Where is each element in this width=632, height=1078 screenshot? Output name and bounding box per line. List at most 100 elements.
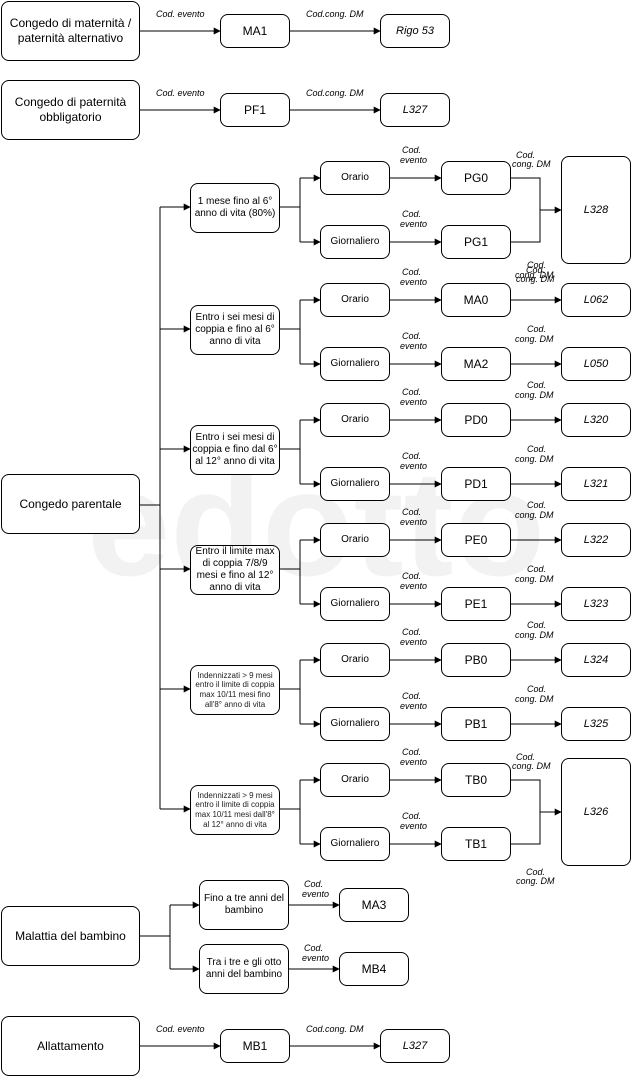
illness-branch-0-cod-evento-line2: evento	[302, 889, 330, 899]
group-2-branch-0-cod-evento-line1: Cod.	[402, 387, 422, 397]
group-0-branch-0-event-box: PG0	[441, 161, 511, 195]
group-0-code-box: L328	[561, 156, 631, 264]
group-0-branch-1-event-box: PG1	[441, 225, 511, 259]
group-2-branch-1-event-box: PD1	[441, 467, 511, 501]
group-3-cod-cong-1-1: Cod.	[527, 564, 547, 574]
group-1-code-box-0: L062	[561, 283, 631, 317]
group-3-cod-cong-0-1: Cod.	[527, 500, 547, 510]
group-0-orario-box: Orario	[320, 161, 390, 195]
group-1-code-box-1-text: L050	[583, 358, 609, 370]
group-1-orario-box-text: Orario	[341, 294, 369, 305]
illness-branch-1-event-box: MB4	[339, 952, 409, 986]
group-4-branch-1-event-box: PB1	[441, 707, 511, 741]
group-0-cod-cong-top-1: Cod.	[516, 150, 536, 160]
group-4-branch-0-event-box-text: PB0	[464, 653, 488, 667]
maternity-alt-category-box-text: Congedo di maternità / paternità alterna…	[9, 16, 132, 45]
group-3-giornaliero-box-text: Giornaliero	[330, 598, 380, 609]
maternity-alt-event-box: MA1	[220, 14, 290, 48]
group-5-box-text: Indennizzati > 9 mesi entro il limite di…	[195, 790, 275, 829]
group-1-branch-0-cod-evento-line2: evento	[400, 277, 428, 287]
group-0-orario-box-text: Orario	[341, 172, 369, 183]
maternity-alt-cod-cong-label: Cod.cong. DM	[306, 9, 364, 19]
group-3-branch-0-event-box-text: PE0	[464, 533, 488, 547]
group-1-branch-1-event-box-text: MA2	[463, 357, 489, 371]
group-5-cod-cong-top-1: Cod.	[516, 752, 536, 762]
illness-branch-0-box-text: Fino a tre anni del bambino	[203, 893, 285, 916]
group-2-branch-0-event-box: PD0	[441, 403, 511, 437]
group-0-giornaliero-box-text: Giornaliero	[330, 236, 380, 247]
paternity-mandatory-event-box: PF1	[220, 93, 290, 127]
group-5-branch-0-cod-evento-line2: evento	[400, 757, 428, 767]
group-2-cod-cong-0-1: Cod.	[527, 380, 547, 390]
group-2-branch-1-cod-evento-line1: Cod.	[402, 451, 422, 461]
group-1-giornaliero-box: Giornaliero	[320, 347, 390, 381]
paternity-mandatory-code-box: L327	[380, 93, 450, 127]
paternity-mandatory-category-box: Congedo di paternità obbligatorio	[1, 80, 140, 140]
parental-leave-box: Congedo parentale	[1, 474, 140, 534]
group-2-branch-1-event-box-text: PD1	[464, 477, 488, 491]
group-1-branch-0-event-box: MA0	[441, 283, 511, 317]
breastfeeding-code-box-text: L327	[402, 1040, 428, 1052]
group-1-branch-0-cod-evento-line1: Cod.	[402, 267, 422, 277]
group-5-orario-box: Orario	[320, 763, 390, 797]
group-0-branch-0-cod-evento-line1: Cod.	[402, 145, 422, 155]
group-5-branch-1-event-box-text: TB1	[464, 837, 487, 851]
group-5-merge	[511, 779, 541, 845]
breastfeeding-code-box: L327	[380, 1029, 450, 1063]
group-4-branch-1-event-box-text: PB1	[464, 717, 488, 731]
group-0-code-box-text: L328	[583, 204, 609, 216]
group-5-code-box: L326	[561, 758, 631, 866]
child-illness-box-text: Malattia del bambino	[15, 928, 126, 943]
group-2-code-box-0-text: L320	[583, 414, 609, 426]
group-3-branch-1-cod-evento-line1: Cod.	[402, 571, 422, 581]
group-0-giornaliero-box: Giornaliero	[320, 225, 390, 259]
group-1-branch-1-event-box: MA2	[441, 347, 511, 381]
group-2-cod-cong-0-2: cong. DM	[515, 390, 554, 400]
group-2-code-box-0: L320	[561, 403, 631, 437]
group-1-cod-cong-1-1: Cod.	[527, 324, 547, 334]
illness-branch-1-cod-evento-line2: evento	[302, 953, 330, 963]
group-4-branch-0-cod-evento-line2: evento	[400, 637, 428, 647]
group-2-cod-cong-1-2: cong. DM	[515, 454, 554, 464]
group-0-cod-cong-bottom-1: Cod.	[526, 265, 546, 275]
child-illness-box: Malattia del bambino	[1, 906, 140, 966]
group-1-cod-cong-0-1: Cod.	[527, 260, 547, 270]
group-2-branch-0-cod-evento-line2: evento	[400, 397, 428, 407]
group-3-cod-cong-0-2: cong. DM	[515, 510, 554, 520]
group-4-box: Indennizzati > 9 mesi entro il limite di…	[190, 665, 280, 715]
group-0-cod-cong-top-2: cong. DM	[512, 159, 551, 169]
group-3-branch-0-cod-evento-line2: evento	[400, 517, 428, 527]
group-2-orario-box-text: Orario	[341, 414, 369, 425]
group-5-giornaliero-box-text: Giornaliero	[330, 838, 380, 849]
group-3-orario-box: Orario	[320, 523, 390, 557]
group-1-box: Entro i sei mesi di coppia e fino al 6° …	[190, 305, 280, 355]
maternity-alt-code-box: Rigo 53	[380, 14, 450, 48]
group-1-orario-box: Orario	[320, 283, 390, 317]
group-1-cod-cong-1-2: cong. DM	[515, 334, 554, 344]
group-0-branch-1-event-box-text: PG1	[463, 235, 488, 249]
group-4-cod-cong-1-1: Cod.	[527, 684, 547, 694]
group-3-cod-cong-1-2: cong. DM	[515, 574, 554, 584]
group-4-code-box-1-text: L325	[583, 718, 609, 730]
group-2-code-box-1-text: L321	[583, 478, 609, 490]
group-0-box-text: 1 mese fino al 6° anno di vita (80%)	[194, 196, 276, 219]
illness-branch-0-cod-evento-line1: Cod.	[304, 879, 324, 889]
breastfeeding-category-box-text: Allattamento	[37, 1038, 104, 1053]
maternity-alt-code-box-text: Rigo 53	[396, 25, 434, 37]
group-5-branch-0-event-box: TB0	[441, 763, 511, 797]
parental-leave-box-text: Congedo parentale	[19, 496, 122, 511]
group-0-box: 1 mese fino al 6° anno di vita (80%)	[190, 183, 280, 233]
group-0-branch-1-cod-evento-line1: Cod.	[402, 209, 422, 219]
illness-branch-0-event-box: MA3	[339, 888, 409, 922]
breastfeeding-category-box: Allattamento	[1, 1016, 140, 1076]
group-4-branch-1-cod-evento-line1: Cod.	[402, 691, 422, 701]
group-5-giornaliero-box: Giornaliero	[320, 827, 390, 861]
group-3-code-box-0: L322	[561, 523, 631, 557]
group-1-cod-cong-0-2: cong. DM	[515, 270, 554, 280]
group-1-code-box-0-text: L062	[583, 294, 609, 306]
breastfeeding-event-box-text: MB1	[242, 1039, 268, 1053]
group-5-cod-cong-top-2: cong. DM	[512, 761, 551, 771]
group-4-code-box-0-text: L324	[583, 654, 609, 666]
group-2-code-box-1: L321	[561, 467, 631, 501]
group-4-branch-0-event-box: PB0	[441, 643, 511, 677]
